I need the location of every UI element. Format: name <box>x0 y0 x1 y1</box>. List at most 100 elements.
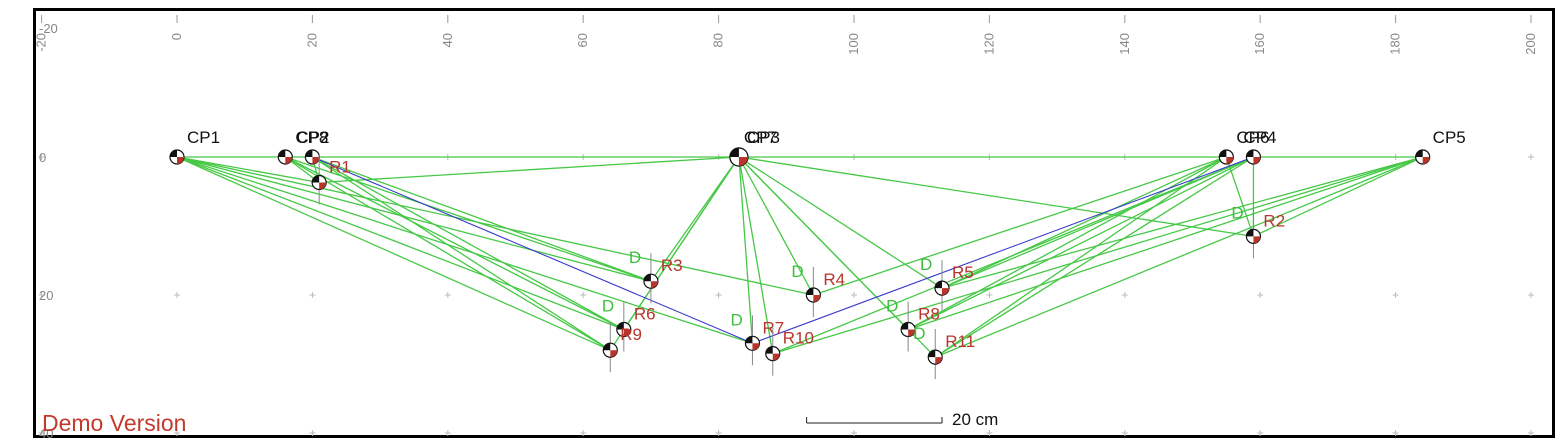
control-point-label: CP4 <box>1243 128 1276 147</box>
symbol-quadrant <box>1246 150 1254 157</box>
point-symbol <box>805 287 821 303</box>
point-symbol <box>927 349 943 365</box>
receiver-label: R10 <box>783 329 814 348</box>
symbol-quadrant <box>603 343 611 351</box>
scale-bar: 20 cm <box>806 410 998 429</box>
x-tick-label: 160 <box>1252 33 1267 55</box>
point-symbol <box>744 335 761 351</box>
observation-line <box>934 156 1254 358</box>
point-symbol <box>1415 149 1431 165</box>
symbol-quadrant <box>616 322 624 330</box>
symbol-quadrant <box>278 150 286 157</box>
point-symbol <box>304 149 320 165</box>
d-marker-label: D <box>920 255 932 274</box>
symbol-quadrant <box>935 281 943 289</box>
symbol-quadrant <box>1246 229 1254 237</box>
receiver-label: R6 <box>634 305 656 324</box>
control-point-label: CP5 <box>1433 128 1466 147</box>
symbol-quadrant <box>643 274 651 282</box>
x-tick-label: 120 <box>981 33 996 55</box>
symbol-quadrant <box>901 322 909 330</box>
receiver-label: R4 <box>823 270 845 289</box>
observation-line <box>738 156 774 354</box>
receiver-label: R5 <box>952 263 974 282</box>
x-tick-label: 180 <box>1388 33 1403 55</box>
symbol-quadrant <box>813 295 821 302</box>
point-symbol <box>277 149 293 165</box>
receiver-label: R9 <box>620 325 642 344</box>
observation-line <box>941 156 1423 289</box>
d-marker-label: D <box>629 248 641 267</box>
symbol-quadrant <box>745 336 753 344</box>
observation-line <box>738 156 943 289</box>
observation-line <box>312 156 625 331</box>
symbol-quadrant <box>765 346 773 354</box>
d-marker-label: D <box>1231 203 1243 222</box>
symbol-quadrant <box>305 150 313 157</box>
observation-line <box>813 156 1227 296</box>
symbol-quadrant <box>285 157 293 164</box>
observation-line <box>284 156 611 351</box>
symbol-quadrant <box>942 288 950 296</box>
control-point-label: CP8 <box>295 128 328 147</box>
x-tick-label: 100 <box>846 33 861 55</box>
blue-lines <box>312 156 1254 344</box>
symbol-quadrant <box>908 329 916 337</box>
observation-line <box>285 156 652 282</box>
observation-line <box>176 156 753 344</box>
observation-line <box>934 156 1227 358</box>
point-symbol <box>169 149 185 165</box>
point-symbol <box>616 321 632 338</box>
x-tick-label: 200 <box>1523 33 1538 55</box>
symbol-quadrant <box>312 175 320 183</box>
observation-line <box>176 156 814 296</box>
symbol-quadrant <box>1219 150 1227 157</box>
control-point-label: CP3 <box>747 128 780 147</box>
control-point-label: CP2 <box>296 128 329 147</box>
observation-line <box>907 156 1227 331</box>
d-marker-label: D <box>886 297 898 316</box>
symbol-quadrant <box>772 353 780 361</box>
x-tick-label: -20 <box>34 33 49 52</box>
symbol-quadrant <box>312 157 320 164</box>
observation-line <box>176 156 652 282</box>
observation-line <box>609 156 740 351</box>
receiver-label: R1 <box>329 158 351 177</box>
control-point-label: CP6 <box>1236 128 1269 147</box>
symbol-quadrant <box>650 281 658 289</box>
x-tick-label: 40 <box>440 33 455 47</box>
observation-line <box>285 156 625 331</box>
symbol-quadrant <box>1422 157 1430 164</box>
demo-watermark: Demo Version <box>42 410 187 436</box>
symbol-quadrant <box>170 150 177 157</box>
scale-bar-label: 20 cm <box>952 410 998 429</box>
point-symbol <box>1245 149 1262 165</box>
blue-line <box>312 156 753 344</box>
symbol-quadrant <box>623 329 631 337</box>
y-tick-label: 20 <box>39 288 53 303</box>
y-tick-label: -20 <box>39 21 58 36</box>
observation-line <box>738 156 1254 237</box>
x-tick-label: 0 <box>169 33 184 40</box>
observation-line <box>1253 156 1423 237</box>
point-symbol <box>765 346 781 362</box>
observation-line <box>176 156 625 331</box>
observation-line <box>176 156 320 184</box>
y-tick-label: 40 <box>39 426 53 441</box>
observation-line <box>312 156 652 282</box>
observation-line <box>738 156 754 344</box>
d-marker-label: D <box>791 262 803 281</box>
observation-line <box>176 156 611 351</box>
symbol-quadrant <box>729 148 739 157</box>
observation-line <box>772 156 1254 355</box>
symbol-quadrant <box>1415 150 1423 157</box>
d-marker-label: D <box>730 310 742 329</box>
symbol-quadrant <box>177 157 184 164</box>
x-tick-label: 20 <box>304 33 319 47</box>
x-tick-label: 60 <box>575 33 590 47</box>
point-symbol <box>1245 228 1262 244</box>
d-marker-label: D <box>913 324 925 343</box>
